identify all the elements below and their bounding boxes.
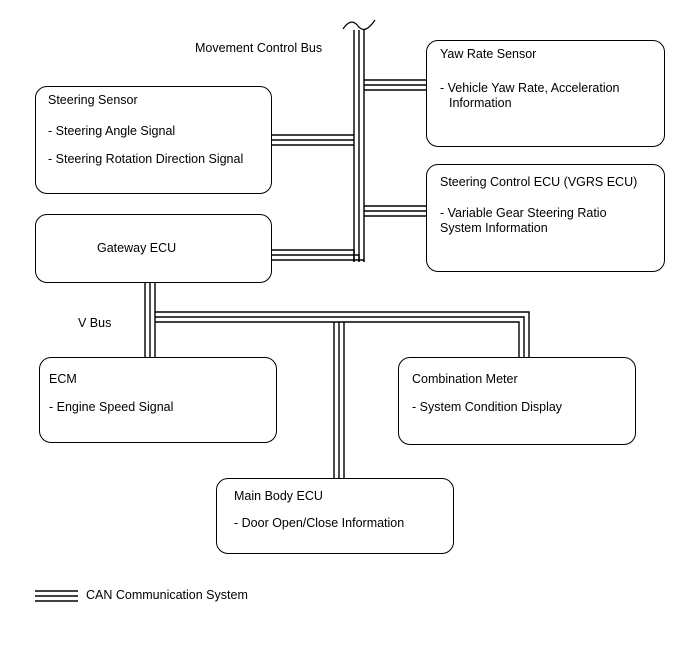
- yaw-rate-sensor-node: Yaw Rate Sensor - Vehicle Yaw Rate, Acce…: [426, 40, 665, 147]
- legend-symbol: [35, 590, 78, 602]
- node-detail: - Vehicle Yaw Rate, Acceleration: [440, 81, 620, 95]
- node-detail: - Door Open/Close Information: [234, 516, 405, 530]
- legend-label: CAN Communication System: [86, 588, 248, 602]
- node-detail: System Information: [440, 221, 548, 235]
- node-detail: Information: [449, 96, 512, 110]
- node-detail: - Variable Gear Steering Ratio: [440, 206, 607, 220]
- gateway-connection: [272, 249, 365, 262]
- node-title: Steering Control ECU (VGRS ECU): [440, 175, 638, 189]
- node-detail: - Steering Rotation Direction Signal: [48, 152, 244, 166]
- node-title: Combination Meter: [412, 372, 518, 386]
- steering-sensor-node: Steering Sensor - Steering Angle Signal …: [35, 86, 272, 194]
- yaw-rate-connection: [364, 79, 426, 91]
- node-title: Gateway ECU: [97, 241, 177, 255]
- movement-control-bus-label: Movement Control Bus: [195, 41, 323, 55]
- node-title: Steering Sensor: [48, 93, 138, 107]
- node-detail: - System Condition Display: [412, 400, 563, 414]
- node-detail: - Steering Angle Signal: [48, 124, 176, 138]
- steering-control-ecu-node: Steering Control ECU (VGRS ECU) - Variab…: [426, 164, 665, 272]
- steering-sensor-connection: [272, 134, 354, 146]
- main-body-ecu-node: Main Body ECU - Door Open/Close Informat…: [216, 478, 454, 554]
- v-bus-label: V Bus: [78, 316, 112, 330]
- node-detail: - Engine Speed Signal: [49, 400, 174, 414]
- node-title: Main Body ECU: [234, 489, 323, 503]
- node-title: Yaw Rate Sensor: [440, 47, 537, 61]
- v-bus-lines: [144, 283, 530, 478]
- movement-control-bus-trunk: [342, 19, 376, 262]
- steering-control-connection: [364, 205, 426, 217]
- combination-meter-node: Combination Meter - System Condition Dis…: [398, 357, 636, 445]
- gateway-ecu-node: Gateway ECU: [35, 214, 272, 283]
- ecm-node: ECM - Engine Speed Signal: [39, 357, 277, 443]
- node-title: ECM: [49, 372, 77, 386]
